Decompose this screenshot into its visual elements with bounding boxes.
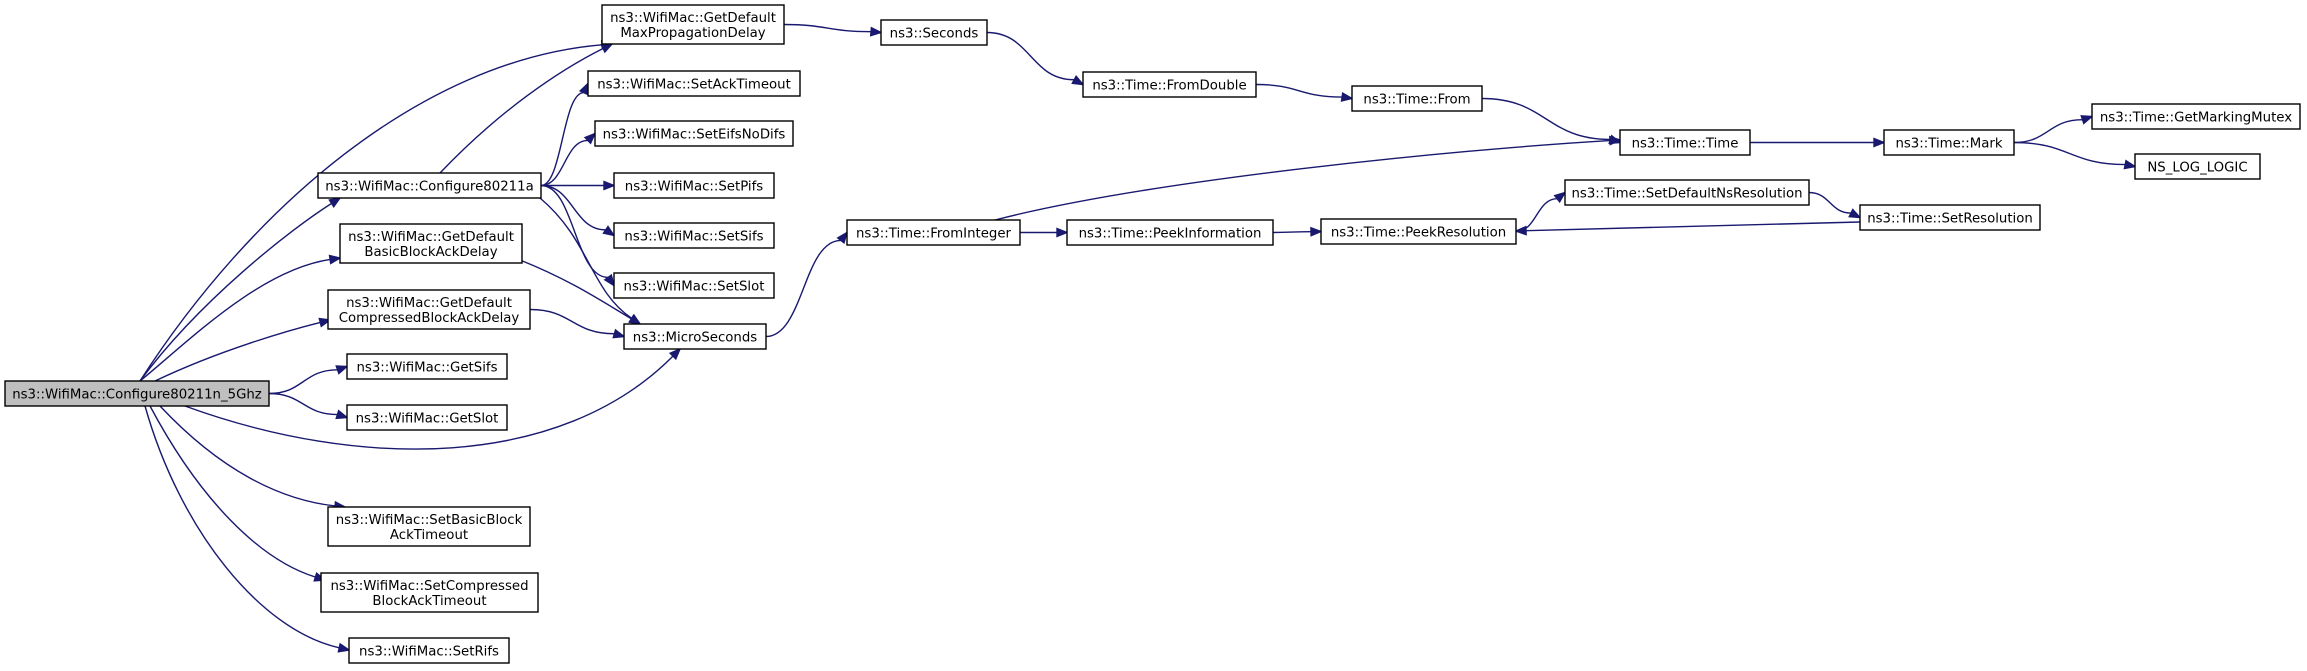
node-maxprop[interactable]: ns3::WifiMac::GetDefaultMaxPropagationDe… (601, 4, 785, 45)
node-getbasicack[interactable]: ns3::WifiMac::GetDefaultBasicBlockAckDel… (339, 223, 523, 264)
node-label: ns3::MicroSeconds (633, 331, 757, 346)
node-label: ns3::WifiMac::SetSifs (624, 230, 763, 245)
call-edge-root-to-micro (184, 347, 682, 450)
node-mark[interactable]: ns3::Time::Mark (1883, 129, 2015, 156)
node-fromdouble[interactable]: ns3::Time::FromDouble (1082, 71, 1257, 98)
call-edge-conf80211a-to-micro (539, 197, 642, 326)
node-label: ns3::Time::SetResolution (1867, 212, 2033, 227)
node-conf80211a[interactable]: ns3::WifiMac::Configure80211a (317, 172, 542, 199)
call-edge-root-to-setrifs (144, 405, 351, 653)
call-edge-conf80211a-to-maxprop (439, 43, 614, 174)
node-getslot[interactable]: ns3::WifiMac::GetSlot (346, 404, 508, 431)
call-edge-getbasicack-to-micro (519, 259, 642, 325)
call-edge-root-to-conf80211a (139, 196, 342, 382)
node-label: ns3::Time::PeekResolution (1331, 226, 1506, 241)
call-edge-peekinfo-to-peekres (1272, 226, 1323, 237)
call-edge-root-to-maxprop (139, 39, 614, 382)
node-fromint[interactable]: ns3::Time::FromInteger (846, 219, 1021, 246)
node-label: AckTimeout (390, 528, 468, 543)
node-label: ns3::WifiMac::GetDefault (348, 230, 514, 245)
node-label: ns3::Time::Mark (1895, 137, 2002, 152)
node-setack[interactable]: ns3::WifiMac::SetAckTimeout (587, 70, 801, 97)
node-setrifs[interactable]: ns3::WifiMac::SetRifs (348, 637, 510, 664)
call-edge-setdefres-to-setres (1808, 191, 1862, 219)
node-nslog[interactable]: NS_LOG_LOGIC (2134, 153, 2261, 180)
node-label: BasicBlockAckDelay (364, 245, 497, 260)
call-edge-seconds-to-fromdouble (986, 31, 1085, 86)
call-edge-root-to-getslot (268, 392, 349, 420)
node-label: ns3::Time::FromDouble (1092, 79, 1246, 94)
node-label: BlockAckTimeout (372, 594, 486, 609)
node-label: NS_LOG_LOGIC (2147, 161, 2247, 176)
call-edges (139, 23, 2137, 653)
call-edge-conf80211a-to-seteifs (540, 132, 597, 187)
call-edge-conf80211a-to-setack (540, 81, 589, 187)
node-label: ns3::Seconds (890, 27, 979, 42)
node-label: MaxPropagationDelay (620, 26, 765, 41)
node-label: ns3::Time::Time (1632, 137, 1739, 152)
call-edge-fromdouble-to-from (1255, 83, 1354, 102)
node-label: ns3::WifiMac::GetDefault (346, 296, 512, 311)
node-label: ns3::WifiMac::Configure80211a (325, 180, 533, 195)
call-edge-root-to-setcompack (149, 405, 327, 582)
node-label: ns3::Time::PeekInformation (1079, 227, 1262, 242)
node-setpifs[interactable]: ns3::WifiMac::SetPifs (613, 172, 775, 199)
node-getsifs[interactable]: ns3::WifiMac::GetSifs (346, 353, 508, 380)
node-label: ns3::WifiMac::SetCompressed (330, 579, 528, 594)
call-edge-root-to-getsifs (268, 365, 349, 395)
call-edge-getcompack-to-micro (529, 308, 626, 339)
node-label: ns3::WifiMac::Configure80211n_5Ghz (12, 388, 262, 403)
node-label: ns3::Time::From (1363, 93, 1470, 108)
node-peekres[interactable]: ns3::Time::PeekResolution (1320, 218, 1517, 245)
node-setres[interactable]: ns3::Time::SetResolution (1859, 204, 2041, 231)
node-peekinfo[interactable]: ns3::Time::PeekInformation (1066, 219, 1274, 246)
call-edge-setres-to-peekres (1514, 221, 1861, 236)
node-label: ns3::WifiMac::SetEifsNoDifs (603, 128, 786, 143)
function-nodes: ns3::WifiMac::Configure80211n_5Ghzns3::W… (4, 4, 2301, 664)
node-setcompack[interactable]: ns3::WifiMac::SetCompressedBlockAckTimeo… (320, 572, 539, 613)
node-getcompack[interactable]: ns3::WifiMac::GetDefaultCompressedBlockA… (327, 289, 531, 330)
call-edge-root-to-getbasicack (139, 254, 342, 382)
node-label: ns3::WifiMac::SetSlot (624, 280, 765, 295)
call-edge-fromint-to-time (994, 135, 1622, 221)
call-edge-maxprop-to-seconds (783, 23, 883, 37)
node-time[interactable]: ns3::Time::Time (1619, 129, 1751, 156)
node-mutex[interactable]: ns3::Time::GetMarkingMutex (2091, 103, 2301, 130)
call-edge-from-to-time (1481, 97, 1622, 145)
node-seteifs[interactable]: ns3::WifiMac::SetEifsNoDifs (594, 120, 794, 147)
node-label: ns3::WifiMac::GetSifs (356, 361, 497, 376)
node-setdefres[interactable]: ns3::Time::SetDefaultNsResolution (1564, 179, 1810, 206)
call-edge-conf80211a-to-setpifs (540, 180, 616, 191)
node-label: ns3::WifiMac::SetAckTimeout (597, 78, 791, 93)
node-label: CompressedBlockAckDelay (339, 311, 520, 326)
node-setsifs[interactable]: ns3::WifiMac::SetSifs (613, 222, 775, 249)
node-label: ns3::WifiMac::SetBasicBlock (336, 513, 523, 528)
node-label: ns3::WifiMac::SetRifs (359, 645, 499, 660)
call-edge-fromint-to-peekinfo (1020, 227, 1069, 238)
node-label: ns3::WifiMac::GetDefault (610, 11, 776, 26)
call-edge-mark-to-mutex (2013, 115, 2094, 144)
call-edge-mark-to-nslog (2013, 141, 2137, 170)
node-seconds[interactable]: ns3::Seconds (880, 19, 988, 46)
node-label: ns3::WifiMac::GetSlot (356, 412, 499, 427)
call-edge-conf80211a-to-setslot (540, 184, 616, 288)
node-label: ns3::Time::FromInteger (856, 227, 1012, 242)
node-label: ns3::Time::SetDefaultNsResolution (1571, 187, 1802, 202)
call-edge-time-to-mark (1750, 137, 1886, 148)
node-from[interactable]: ns3::Time::From (1351, 85, 1483, 112)
node-setslot[interactable]: ns3::WifiMac::SetSlot (613, 272, 775, 299)
call-edge-root-to-getcompack (154, 317, 332, 382)
call-edge-conf80211a-to-setsifs (540, 184, 616, 237)
call-edge-root-to-setbasicack (159, 405, 347, 511)
node-label: ns3::WifiMac::SetPifs (625, 180, 764, 195)
call-edge-peekres-to-setdefres (1515, 191, 1567, 233)
node-label: ns3::Time::GetMarkingMutex (2100, 111, 2292, 126)
node-micro[interactable]: ns3::MicroSeconds (623, 323, 767, 350)
node-root[interactable]: ns3::WifiMac::Configure80211n_5Ghz (4, 380, 270, 407)
call-edge-micro-to-fromint (765, 231, 849, 338)
